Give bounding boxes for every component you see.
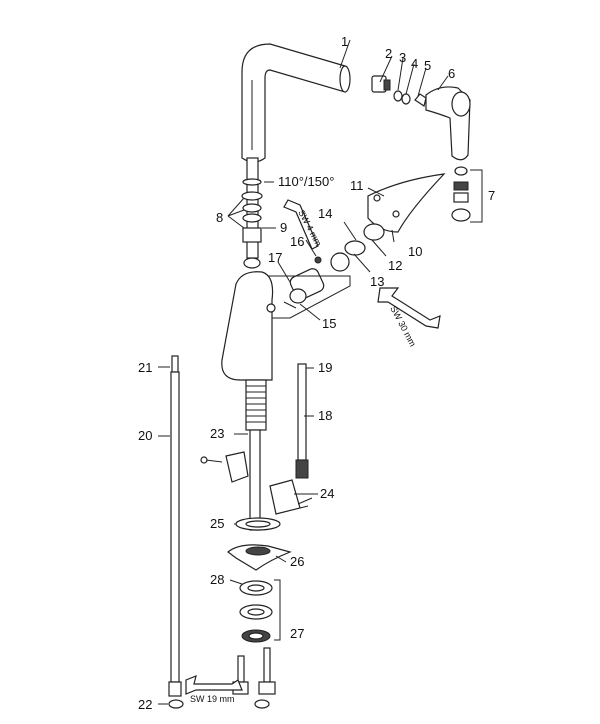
label-part-1: 1 bbox=[341, 34, 348, 49]
label-part-11: 11 bbox=[350, 178, 364, 193]
label-part-24: 24 bbox=[320, 486, 334, 501]
label-part-27: 27 bbox=[290, 626, 304, 641]
label-part-2: 2 bbox=[385, 46, 392, 61]
label-part-6: 6 bbox=[448, 66, 455, 81]
label-part-3: 3 bbox=[399, 50, 406, 65]
supply-hose-right bbox=[295, 363, 309, 479]
wrench-sw19 bbox=[185, 675, 243, 695]
label-part-22: 22 bbox=[138, 697, 152, 712]
label-part-8: 8 bbox=[216, 210, 223, 225]
pull-out-hose-lower bbox=[245, 379, 267, 531]
cartridge bbox=[268, 268, 351, 319]
washer-25 bbox=[235, 517, 281, 531]
label-part-7: 7 bbox=[488, 188, 495, 203]
pull-out-hose-upper bbox=[241, 157, 263, 269]
wrench-sw30 bbox=[377, 287, 441, 329]
label-part-17: 17 bbox=[268, 250, 282, 265]
spout bbox=[241, 43, 351, 163]
washers-and-nut bbox=[239, 579, 281, 643]
mounting-plate bbox=[227, 544, 292, 571]
label-part-15: 15 bbox=[322, 316, 336, 331]
hose-guide bbox=[200, 451, 249, 483]
label-part-21: 21 bbox=[138, 360, 152, 375]
label-part-5: 5 bbox=[424, 58, 431, 73]
label-part-20: 20 bbox=[138, 428, 152, 443]
label-part-18: 18 bbox=[318, 408, 332, 423]
spray-head-seals bbox=[451, 166, 483, 223]
label-part-26: 26 bbox=[290, 554, 304, 569]
spray-head bbox=[425, 86, 471, 161]
label-part-16: 16 bbox=[290, 234, 304, 249]
sw19-label: SW 19 mm bbox=[190, 694, 235, 704]
leader-lines bbox=[158, 39, 449, 705]
mixer-body bbox=[221, 271, 276, 381]
swivel-angle-label: 110°/150° bbox=[278, 174, 334, 189]
label-part-9: 9 bbox=[280, 220, 287, 235]
label-part-25: 25 bbox=[210, 516, 224, 531]
threaded-rods bbox=[232, 647, 276, 709]
label-part-28: 28 bbox=[210, 572, 224, 587]
label-part-23: 23 bbox=[210, 426, 224, 441]
label-part-14: 14 bbox=[318, 206, 332, 221]
label-part-4: 4 bbox=[411, 56, 418, 71]
hose-weight bbox=[269, 479, 313, 515]
label-part-19: 19 bbox=[318, 360, 332, 375]
supply-hose-left bbox=[168, 355, 184, 709]
label-part-13: 13 bbox=[370, 274, 384, 289]
label-part-10: 10 bbox=[408, 244, 422, 259]
label-part-12: 12 bbox=[388, 258, 402, 273]
lever-handle bbox=[367, 173, 446, 233]
